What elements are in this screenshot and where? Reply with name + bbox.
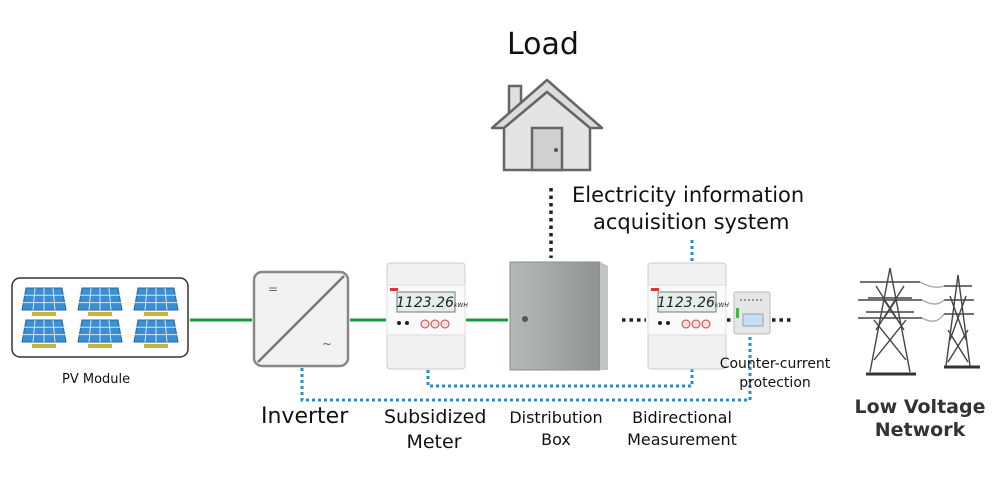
inverter-dc-symbol: = bbox=[268, 282, 279, 296]
pv-module-label: PV Module bbox=[62, 372, 131, 387]
energy-meter-icon bbox=[647, 262, 727, 370]
solar-panel-icon bbox=[21, 319, 67, 348]
subsidized-meter-label-line1: Subsidized bbox=[384, 406, 487, 428]
solar-panel-icon bbox=[77, 319, 123, 348]
solar-panel-icon bbox=[77, 287, 123, 316]
counter-current-label-line1: Counter-current bbox=[719, 356, 831, 372]
low-voltage-label-line1: Low Voltage bbox=[854, 396, 986, 418]
house-icon bbox=[490, 78, 604, 172]
comm-line-inverter-protection bbox=[300, 336, 752, 402]
pv-module-icon bbox=[11, 277, 189, 358]
bidirectional-label-line2: Measurement bbox=[627, 430, 737, 449]
inverter-ac-symbol: ~ bbox=[322, 337, 333, 351]
comm-lines bbox=[300, 240, 752, 402]
counter-current-label-line2: protection bbox=[739, 375, 811, 391]
meter2-reading: 1123.26kWH bbox=[657, 296, 729, 310]
low-voltage-label-line2: Network bbox=[874, 419, 966, 441]
bidirectional-label-line1: Bidirectional bbox=[632, 408, 732, 427]
comm-line-meters bbox=[426, 358, 694, 388]
distribution-box-label-line2: Box bbox=[541, 430, 571, 449]
distribution-box-icon bbox=[509, 261, 608, 371]
info-system-label-line1: Electricity information bbox=[572, 183, 805, 207]
info-system-label-line2: acquisition system bbox=[593, 210, 790, 234]
meter-reading: 1123.26 bbox=[396, 295, 454, 311]
solar-panel-icon bbox=[133, 287, 179, 316]
transmission-tower-icon bbox=[858, 267, 980, 376]
counter-current-device-icon bbox=[733, 291, 771, 335]
meter-unit: kWH bbox=[714, 302, 729, 309]
meter-reading: 1123.26 bbox=[657, 295, 715, 311]
solar-panel-icon bbox=[133, 319, 179, 348]
distribution-box-label-line1: Distribution bbox=[509, 408, 603, 427]
meter1-reading: 1123.26kWH bbox=[396, 296, 468, 310]
meter-unit: kWH bbox=[453, 302, 468, 309]
energy-meter-icon bbox=[386, 262, 466, 370]
load-label: Load bbox=[507, 27, 579, 62]
inverter-label: Inverter bbox=[261, 404, 349, 429]
solar-panel-icon bbox=[21, 287, 67, 316]
subsidized-meter-label-line2: Meter bbox=[406, 431, 462, 453]
inverter-icon bbox=[252, 270, 350, 368]
